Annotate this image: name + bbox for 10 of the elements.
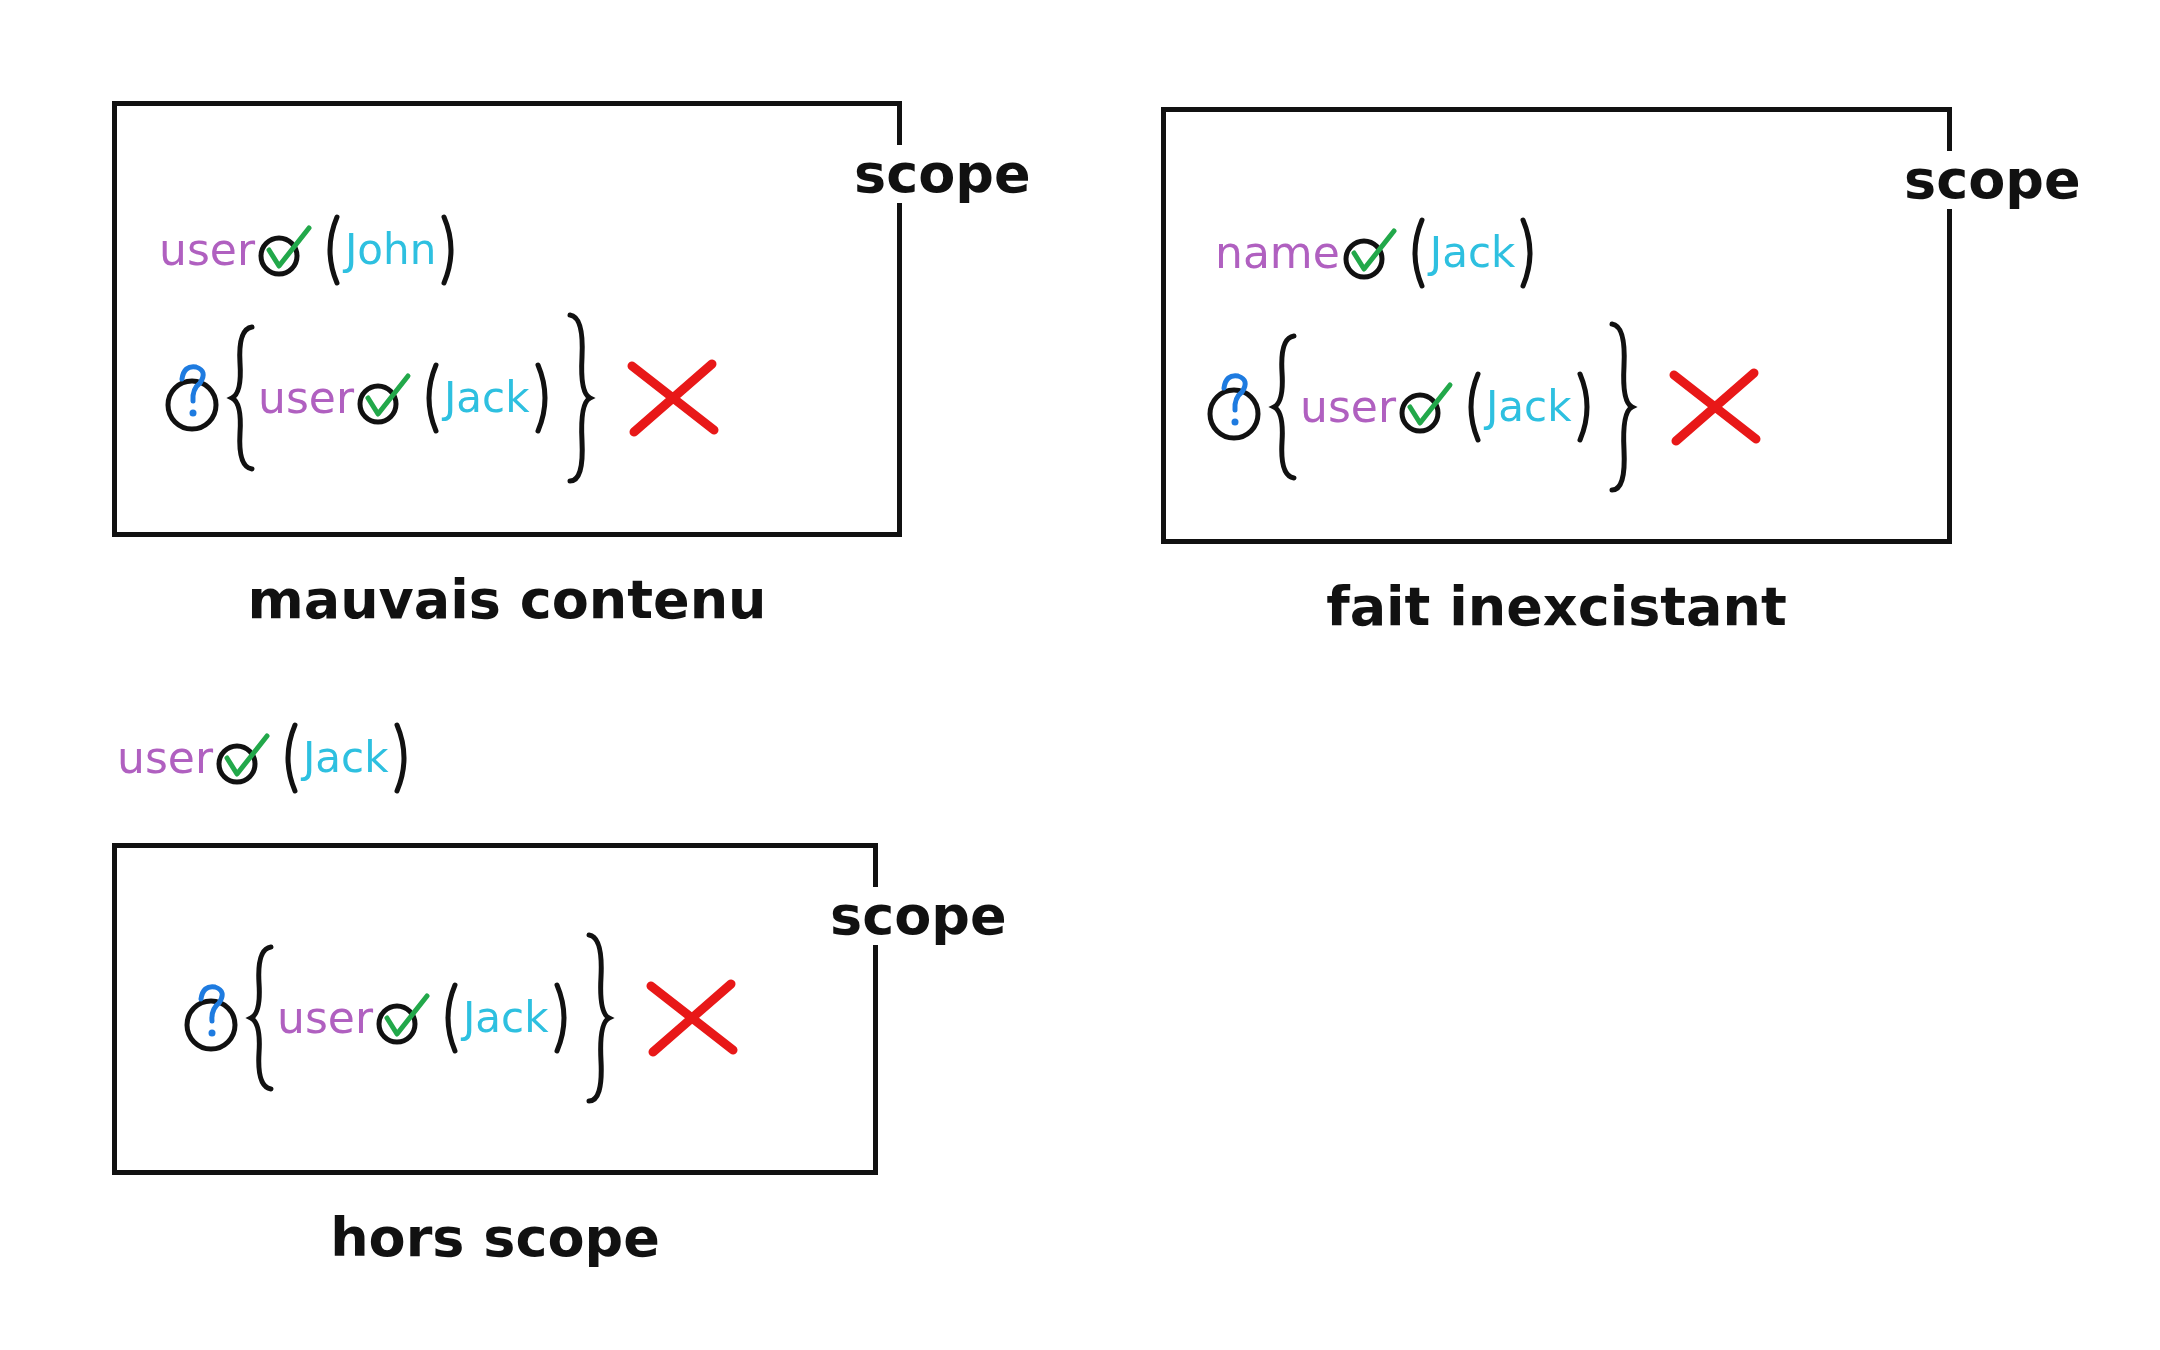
field-name: user <box>277 996 373 1040</box>
field-name: user <box>117 736 213 780</box>
box-caption: mauvais contenu <box>246 573 768 627</box>
box-caption: fait inexcistant <box>1325 580 1788 634</box>
field-name: user <box>1300 385 1396 429</box>
field-name: user <box>159 228 255 272</box>
field-value: Jack <box>1429 232 1516 274</box>
box-caption: hors scope <box>329 1211 661 1265</box>
field-name: user <box>258 376 354 420</box>
field-name: name <box>1215 231 1340 275</box>
